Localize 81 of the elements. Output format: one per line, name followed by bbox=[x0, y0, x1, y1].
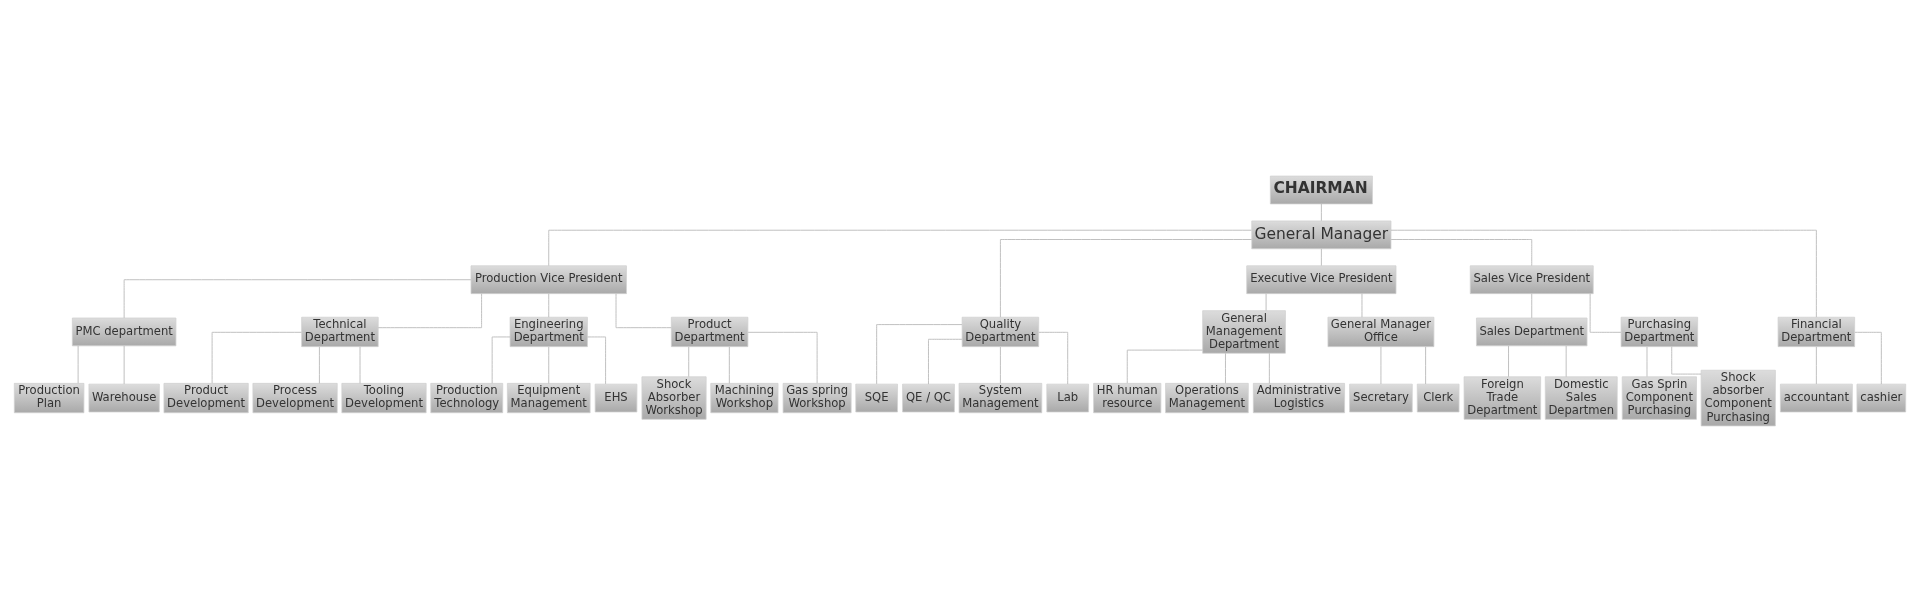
node-box: Quality Department bbox=[961, 316, 1040, 347]
connector bbox=[1425, 346, 1427, 385]
connector bbox=[1531, 293, 1533, 319]
connector bbox=[876, 324, 963, 385]
connector bbox=[1815, 346, 1817, 385]
node-box: Production Vice President bbox=[470, 265, 627, 295]
connector bbox=[999, 346, 1001, 384]
connector bbox=[491, 336, 511, 384]
node-box: Machining Workshop bbox=[710, 383, 779, 414]
connector bbox=[1565, 345, 1567, 378]
node-box: Sales Vice President bbox=[1469, 265, 1594, 295]
node-box: Product Development bbox=[163, 383, 249, 414]
node-box: Engineering Department bbox=[509, 316, 588, 347]
node-box: Shock Absorber Workshop bbox=[641, 376, 707, 420]
node-box: Purchasing Department bbox=[1620, 316, 1699, 347]
connector bbox=[1390, 229, 1817, 318]
connector bbox=[728, 346, 730, 384]
node-box: PMC department bbox=[71, 317, 177, 347]
node-box: QE / QC bbox=[902, 383, 955, 413]
connector bbox=[123, 279, 472, 319]
node-box: Production Technology bbox=[430, 383, 504, 414]
connector bbox=[318, 346, 320, 384]
connector bbox=[615, 293, 672, 329]
node-box: Administrative Logistics bbox=[1252, 383, 1345, 414]
connector bbox=[1671, 346, 1702, 375]
connector bbox=[1268, 352, 1270, 384]
connector bbox=[999, 239, 1253, 318]
node-box: cashier bbox=[1856, 383, 1907, 413]
node-box: Sales Department bbox=[1476, 317, 1588, 347]
node-box: Operations Management bbox=[1165, 383, 1249, 414]
connector bbox=[1589, 293, 1622, 333]
connector bbox=[77, 345, 79, 384]
node-box: Executive Vice President bbox=[1246, 265, 1397, 295]
connector bbox=[548, 229, 1252, 267]
node-box: Equipment Management bbox=[506, 383, 591, 414]
node-box: Gas Sprin Component Purchasing bbox=[1621, 376, 1697, 420]
node-box: Lab bbox=[1046, 383, 1089, 413]
node-box: Financial Department bbox=[1777, 316, 1856, 347]
node-box: Domestic Sales Departmen bbox=[1544, 376, 1618, 420]
node-box: Shock absorber Component Purchasing bbox=[1700, 369, 1776, 427]
connector bbox=[211, 331, 303, 384]
connector bbox=[1854, 331, 1882, 385]
node-box: CHAIRMAN bbox=[1269, 175, 1373, 205]
node-box: HR human resource bbox=[1093, 383, 1162, 414]
connector bbox=[1225, 352, 1226, 384]
node-box: Secretary bbox=[1349, 383, 1413, 413]
node-box: General Management Department bbox=[1202, 310, 1286, 354]
node-box: Gas spring Workshop bbox=[782, 383, 852, 414]
connector bbox=[747, 331, 818, 384]
connector bbox=[1038, 331, 1069, 385]
connector bbox=[123, 345, 125, 385]
node-box: Clerk bbox=[1416, 383, 1460, 413]
node-box: EHS bbox=[594, 383, 638, 413]
node-box: General Manager Office bbox=[1327, 316, 1435, 347]
connector bbox=[377, 293, 483, 329]
connector bbox=[359, 346, 361, 384]
connector bbox=[1320, 248, 1322, 267]
node-box: Tooling Development bbox=[341, 383, 427, 414]
connector bbox=[1320, 203, 1322, 222]
connector bbox=[1265, 293, 1267, 312]
connector bbox=[1646, 346, 1648, 378]
connector bbox=[688, 346, 690, 378]
connector bbox=[1508, 345, 1509, 378]
connector bbox=[548, 346, 550, 384]
connector bbox=[587, 336, 607, 385]
connector bbox=[1361, 293, 1363, 318]
node-box: Warehouse bbox=[88, 383, 160, 413]
node-box: Product Department bbox=[670, 316, 749, 347]
connector bbox=[548, 293, 550, 318]
connector bbox=[1380, 346, 1382, 385]
connector bbox=[1126, 349, 1203, 384]
connector bbox=[928, 338, 963, 385]
connector bbox=[1390, 239, 1533, 267]
node-box: Production Plan bbox=[13, 383, 85, 414]
node-box: Process Development bbox=[252, 383, 338, 414]
node-box: Technical Department bbox=[301, 316, 379, 347]
node-box: General Manager bbox=[1251, 220, 1392, 250]
node-box: System Management bbox=[958, 383, 1043, 414]
node-box: SQE bbox=[855, 383, 898, 413]
node-box: accountant bbox=[1780, 383, 1853, 413]
node-box: Foreign Trade Department bbox=[1463, 376, 1542, 420]
